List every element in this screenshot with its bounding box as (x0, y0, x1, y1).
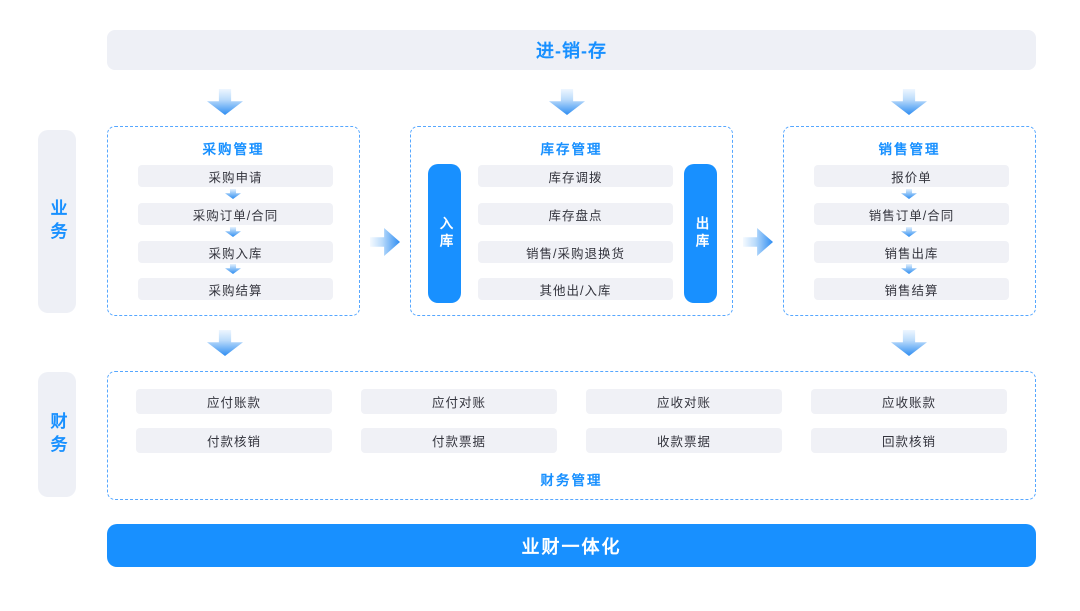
arrow-down-small-icon (901, 227, 917, 237)
arrow-down-small-icon (225, 189, 241, 199)
item-collection-writeoff: 回款核销 (811, 428, 1007, 453)
finance-row: 应付账款 应付对账 应收对账 应收账款 (108, 389, 1035, 414)
group-title-sales: 销售管理 (878, 142, 941, 157)
item-purchase-request: 采购申请 (138, 165, 333, 187)
item-accounts-payable: 应付账款 (136, 389, 332, 414)
arrow-down-small-icon (225, 264, 241, 274)
item-purchase-inbound: 采购入库 (138, 241, 333, 263)
item-sales-purchase-returns: 销售/采购退换货 (478, 241, 673, 263)
item-purchase-order-contract: 采购订单/合同 (138, 203, 333, 225)
item-receivable-reconciliation: 应收对账 (586, 389, 782, 414)
side-label-business-text: 业务 (47, 198, 67, 245)
arrow-down-icon (207, 330, 243, 356)
arrow-right-icon (370, 228, 400, 256)
arrow-down-icon (891, 330, 927, 356)
group-finance-management: 应付账款 应付对账 应收对账 应收账款 付款核销 付款票据 收款票据 回款核销 … (107, 371, 1036, 500)
arrow-down-small-icon (225, 227, 241, 237)
arrow-down-icon (891, 89, 927, 115)
side-label-business: 业务 (38, 130, 76, 313)
item-sales-order-contract: 销售订单/合同 (814, 203, 1009, 225)
item-sales-settlement: 销售结算 (814, 278, 1009, 300)
pill-outbound-text: 出库 (693, 216, 709, 251)
arrow-down-icon (207, 89, 243, 115)
arrow-down-small-icon (901, 264, 917, 274)
group-inventory-management: 库存管理 入库 库存调拨 库存盘点 销售/采购退换货 其他出/入库 出库 (410, 126, 733, 316)
arrow-down-small-icon (901, 189, 917, 199)
item-stock-transfer: 库存调拨 (478, 165, 673, 187)
pill-inbound: 入库 (428, 164, 461, 303)
arrow-down-icon (549, 89, 585, 115)
item-payment-notes: 付款票据 (361, 428, 557, 453)
pill-outbound: 出库 (684, 164, 717, 303)
item-payment-writeoff: 付款核销 (136, 428, 332, 453)
item-receipt-notes: 收款票据 (586, 428, 782, 453)
group-title-inventory: 库存管理 (540, 142, 603, 157)
item-other-in-out: 其他出/入库 (478, 278, 673, 300)
group-title-purchase: 采购管理 (202, 142, 265, 157)
group-title-finance: 财务管理 (540, 473, 603, 488)
pill-inbound-text: 入库 (437, 216, 453, 251)
arrow-right-icon (743, 228, 773, 256)
bottom-banner: 业财一体化 (107, 524, 1036, 567)
item-quotation: 报价单 (814, 165, 1009, 187)
bottom-banner-label: 业财一体化 (521, 536, 622, 557)
item-payable-reconciliation: 应付对账 (361, 389, 557, 414)
item-purchase-settlement: 采购结算 (138, 278, 333, 300)
top-banner-label: 进-销-存 (536, 41, 607, 61)
finance-row: 付款核销 付款票据 收款票据 回款核销 (108, 428, 1035, 453)
item-stock-count: 库存盘点 (478, 203, 673, 225)
top-banner: 进-销-存 (107, 30, 1036, 70)
side-label-finance: 财务 (38, 372, 76, 497)
item-accounts-receivable: 应收账款 (811, 389, 1007, 414)
item-sales-outbound: 销售出库 (814, 241, 1009, 263)
group-purchase-management: 采购管理 采购申请 采购订单/合同 采购入库 采购结算 (107, 126, 360, 316)
side-label-finance-text: 财务 (47, 411, 67, 458)
group-sales-management: 销售管理 报价单 销售订单/合同 销售出库 销售结算 (783, 126, 1036, 316)
